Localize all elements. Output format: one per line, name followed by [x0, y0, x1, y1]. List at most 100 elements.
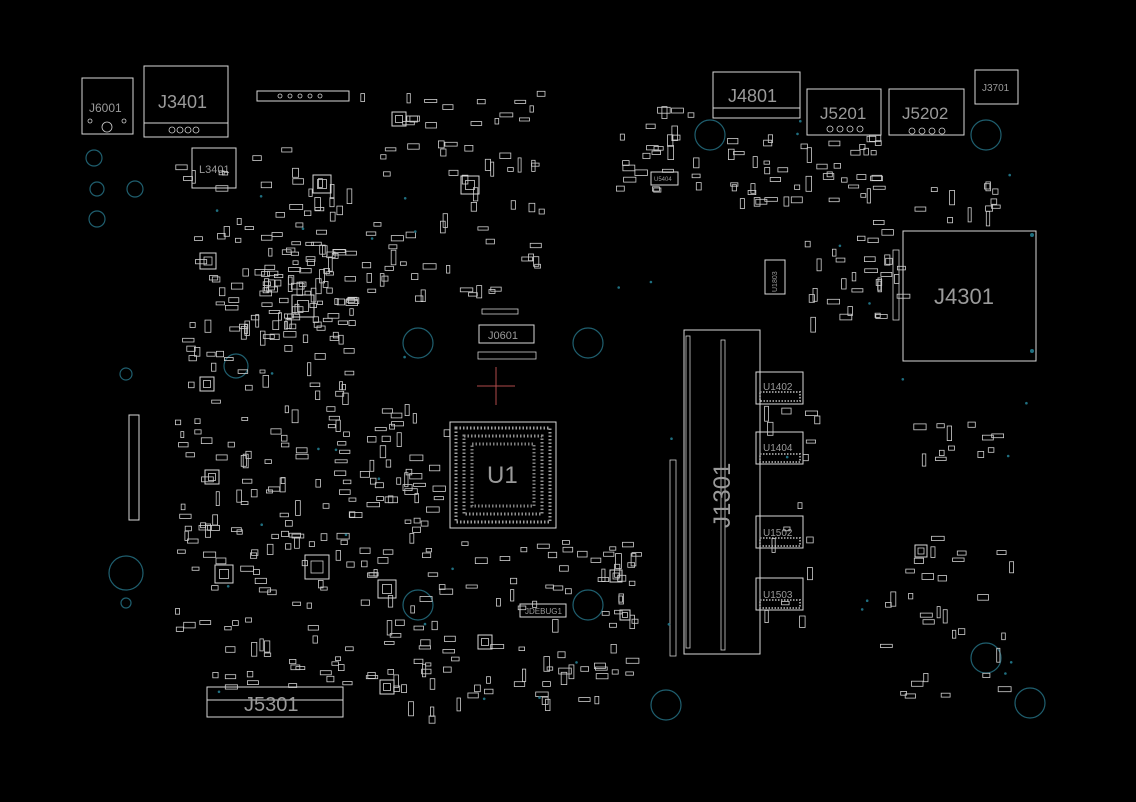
smd-pad	[783, 196, 790, 207]
smd-pad	[320, 533, 328, 541]
connector-j0601[interactable]: J0601	[477, 308, 537, 360]
connector-j4301[interactable]: J4301	[892, 230, 1037, 362]
smd-pad	[622, 164, 636, 172]
smd-pad	[543, 656, 550, 672]
smd-pad	[279, 477, 286, 493]
label-u1: U1	[487, 462, 518, 489]
smd-pad	[597, 577, 610, 582]
header-jdebug1[interactable]: JDEBUG1	[519, 603, 567, 618]
smd-pad	[528, 202, 536, 213]
smd-pad	[212, 672, 219, 679]
smd-pad	[580, 666, 589, 672]
ic-pad	[481, 638, 489, 646]
smd-pad	[217, 232, 226, 240]
smd-pad	[671, 125, 678, 142]
memory-chip-u1402[interactable]: U1402	[755, 371, 804, 405]
smd-pad	[691, 173, 701, 179]
smd-pad	[1009, 561, 1014, 574]
chip-u1803[interactable]: U1803	[764, 259, 786, 295]
smd-pad	[799, 615, 806, 628]
smd-pad	[279, 297, 289, 304]
smd-pad	[828, 197, 840, 203]
label-u1402: U1402	[763, 382, 793, 393]
smd-pad	[266, 543, 274, 555]
smd-pad	[260, 234, 273, 241]
smd-pad	[261, 302, 273, 307]
memory-chip-u1503[interactable]: U1503	[755, 577, 804, 611]
connector-j5202[interactable]: J5202	[888, 88, 965, 136]
smd-pad	[629, 614, 635, 630]
smd-pad	[348, 320, 356, 327]
smd-pad	[936, 606, 941, 619]
smd-pad	[614, 563, 621, 578]
memory-chip-u1404[interactable]: U1404	[755, 431, 804, 465]
smd-pad	[984, 183, 991, 190]
smd-pad	[388, 244, 398, 250]
smd-pad	[930, 546, 936, 558]
smd-pad	[733, 151, 745, 156]
ic-pad	[612, 572, 620, 580]
connector-j3401[interactable]: J3401	[143, 65, 229, 138]
via	[785, 455, 789, 459]
connector-j5201[interactable]: J5201	[806, 88, 882, 136]
smd-pad	[900, 691, 907, 696]
smd-pad	[315, 390, 321, 401]
smd-pad	[634, 169, 648, 176]
connector-j5301[interactable]: J5301	[206, 686, 344, 718]
smd-pad	[326, 675, 335, 683]
ic-footprint	[379, 679, 395, 695]
smd-pad	[360, 599, 370, 606]
smd-pad	[348, 497, 357, 502]
smd-pad	[835, 257, 846, 263]
smd-pad	[305, 241, 314, 246]
smd-pad	[254, 577, 267, 584]
smd-pad	[520, 547, 528, 553]
smd-pad	[568, 664, 575, 680]
smd-pad	[250, 489, 258, 498]
smd-pad	[873, 219, 885, 225]
smd-pad	[727, 137, 739, 145]
smd-pad	[805, 439, 816, 444]
chip-u5404[interactable]: U5404	[650, 171, 679, 186]
smd-pad	[316, 229, 328, 235]
smd-pad	[424, 99, 438, 103]
smd-pad	[952, 557, 965, 562]
smd-pad	[565, 588, 572, 595]
smd-pad	[851, 288, 864, 293]
smd-pad	[345, 299, 358, 306]
via	[1004, 672, 1007, 675]
smd-pad	[541, 696, 549, 705]
connector-j4801[interactable]: J4801	[712, 71, 801, 119]
smd-pad	[335, 390, 345, 397]
smd-pad	[346, 561, 355, 568]
connector-j3701[interactable]: J3701	[974, 69, 1019, 105]
smd-pad	[229, 326, 241, 332]
smd-pad	[337, 664, 345, 671]
smd-pad	[408, 701, 414, 717]
smd-pad	[949, 190, 955, 206]
bga-u1[interactable]: U1	[449, 421, 557, 529]
smd-pad	[816, 163, 828, 170]
smd-pad	[366, 501, 381, 508]
connector-j6001[interactable]: J6001	[81, 77, 134, 135]
smd-pad	[244, 226, 254, 230]
smd-pad	[630, 553, 637, 567]
smd-pad	[771, 538, 776, 553]
smd-pad	[486, 676, 491, 684]
smd-pad	[365, 675, 379, 680]
smd-pad	[329, 335, 340, 341]
inductor-l3401[interactable]: L3401	[191, 147, 237, 189]
smd-pad	[292, 167, 299, 178]
smd-pad	[326, 406, 336, 412]
memory-chip-u1502[interactable]: U1502	[755, 515, 804, 549]
smd-pad	[442, 649, 455, 654]
smd-pad	[807, 567, 813, 581]
smd-pad	[911, 680, 924, 687]
smd-pad	[207, 525, 220, 531]
ic-footprint	[291, 294, 315, 318]
smd-pad	[908, 593, 914, 600]
smd-pad	[292, 260, 299, 265]
memory-slot-j1301[interactable]: J1301	[669, 329, 761, 657]
smd-pad	[615, 553, 622, 569]
